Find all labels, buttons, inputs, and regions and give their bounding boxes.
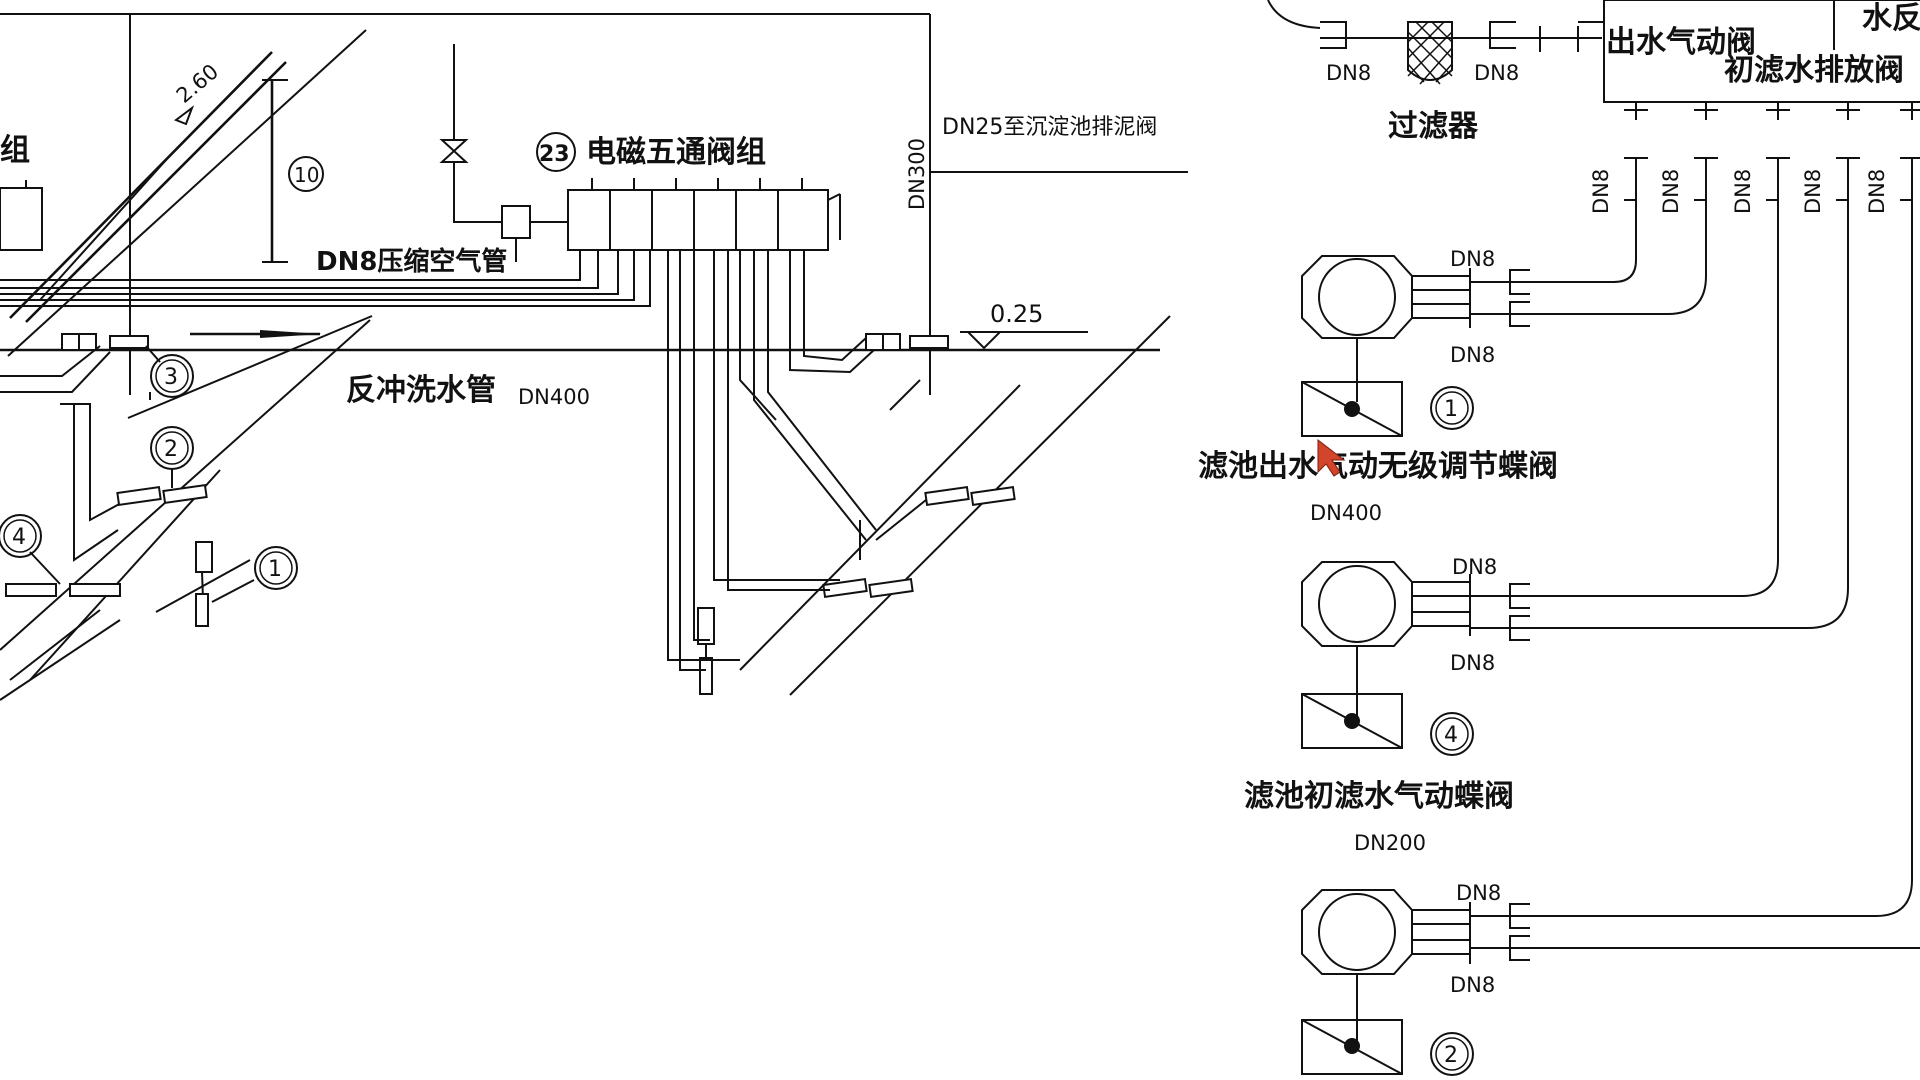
actuator-2-dn-top: DN8 bbox=[1452, 555, 1497, 579]
marker-4: 4 bbox=[0, 514, 61, 585]
actuator-2-size: DN200 bbox=[1354, 831, 1426, 855]
marker-4-number: 4 bbox=[12, 525, 26, 550]
slope-label: 2.60 bbox=[172, 59, 223, 107]
filter-icon bbox=[1407, 21, 1453, 85]
marker-1-number: 1 bbox=[268, 557, 282, 582]
marker-2: 2 bbox=[150, 426, 194, 488]
branch-stubs: DN8 DN8 DN8 DN8 DN8 bbox=[1589, 102, 1920, 218]
right-control-section: DN8 DN8 过滤器 出水气动阀 初滤水排放阀 水反 DN8 DN8 bbox=[1267, 0, 1920, 949]
actuator-3-callout: 2 bbox=[1444, 1043, 1458, 1068]
branch-dn-5: DN8 bbox=[1865, 169, 1889, 214]
sludge-outlet-label: DN25至沉淀池排泥阀 bbox=[942, 115, 1157, 140]
callout-23: 23 bbox=[539, 142, 570, 167]
filter-dn-left: DN8 bbox=[1326, 61, 1371, 85]
actuator-1-dn-top: DN8 bbox=[1450, 247, 1495, 271]
dimension-10: 10 bbox=[294, 163, 319, 187]
top-right-fragment-label: 水反 bbox=[1862, 1, 1920, 36]
actuator-1-size: DN400 bbox=[1310, 501, 1382, 525]
valve-group-label: 电磁五通阀组 bbox=[586, 135, 766, 170]
backwash-pipe-label: 反冲洗水管 bbox=[346, 373, 496, 408]
filter-label: 过滤器 bbox=[1388, 109, 1479, 144]
actuator-1-name: 滤池出水气动无级调节蝶阀 bbox=[1198, 449, 1558, 484]
branch-dn-1: DN8 bbox=[1589, 169, 1613, 214]
actuator-2-name: 滤池初滤水气动蝶阀 bbox=[1244, 779, 1514, 814]
backwash-pipe-size: DN400 bbox=[518, 385, 590, 409]
group-fragment-label: 组 bbox=[0, 133, 30, 168]
marker-3: 3 bbox=[145, 345, 194, 398]
outlet-valve-box-label: 出水气动阀 bbox=[1606, 25, 1756, 60]
branch-dn-4: DN8 bbox=[1801, 169, 1825, 214]
actuator-2-dn-bottom: DN8 bbox=[1450, 651, 1495, 675]
dn300-label: DN300 bbox=[905, 138, 929, 210]
left-piping-diagram: 2.60 10 组 DN8压缩空气管 bbox=[0, 13, 1188, 701]
level-025-label: 0.25 bbox=[990, 300, 1043, 328]
actuator-1-dn-bottom: DN8 bbox=[1450, 343, 1495, 367]
actuator-third-butterfly-valve: DN8 DN8 2 bbox=[1301, 881, 1530, 1076]
branch-dn-3: DN8 bbox=[1731, 169, 1755, 214]
filter-dn-right: DN8 bbox=[1474, 61, 1519, 85]
actuator-3-dn-top: DN8 bbox=[1456, 881, 1501, 905]
actuator-outlet-regulating-butterfly-valve: DN8 DN8 1 滤池出水气动无级调节蝶阀 DN400 bbox=[1198, 247, 1558, 525]
sludge-outlet-text: DN25至沉淀池排泥阀 bbox=[942, 115, 1157, 140]
initial-drain-box-label: 初滤水排放阀 bbox=[1724, 53, 1904, 88]
compressed-air-label: DN8压缩空气管 bbox=[316, 246, 507, 277]
actuator-initial-filtrate-butterfly-valve: DN8 DN8 4 滤池初滤水气动蝶阀 DN200 bbox=[1244, 555, 1530, 855]
actuator-3-dn-bottom: DN8 bbox=[1450, 973, 1495, 997]
mouse-cursor-icon bbox=[1317, 438, 1346, 477]
actuator-2-callout: 4 bbox=[1444, 723, 1458, 748]
marker-1: 1 bbox=[211, 546, 298, 603]
marker-3-number: 3 bbox=[164, 365, 178, 390]
branch-dn-2: DN8 bbox=[1659, 169, 1683, 214]
actuator-1-callout: 1 bbox=[1444, 397, 1458, 422]
marker-2-number: 2 bbox=[164, 437, 178, 462]
